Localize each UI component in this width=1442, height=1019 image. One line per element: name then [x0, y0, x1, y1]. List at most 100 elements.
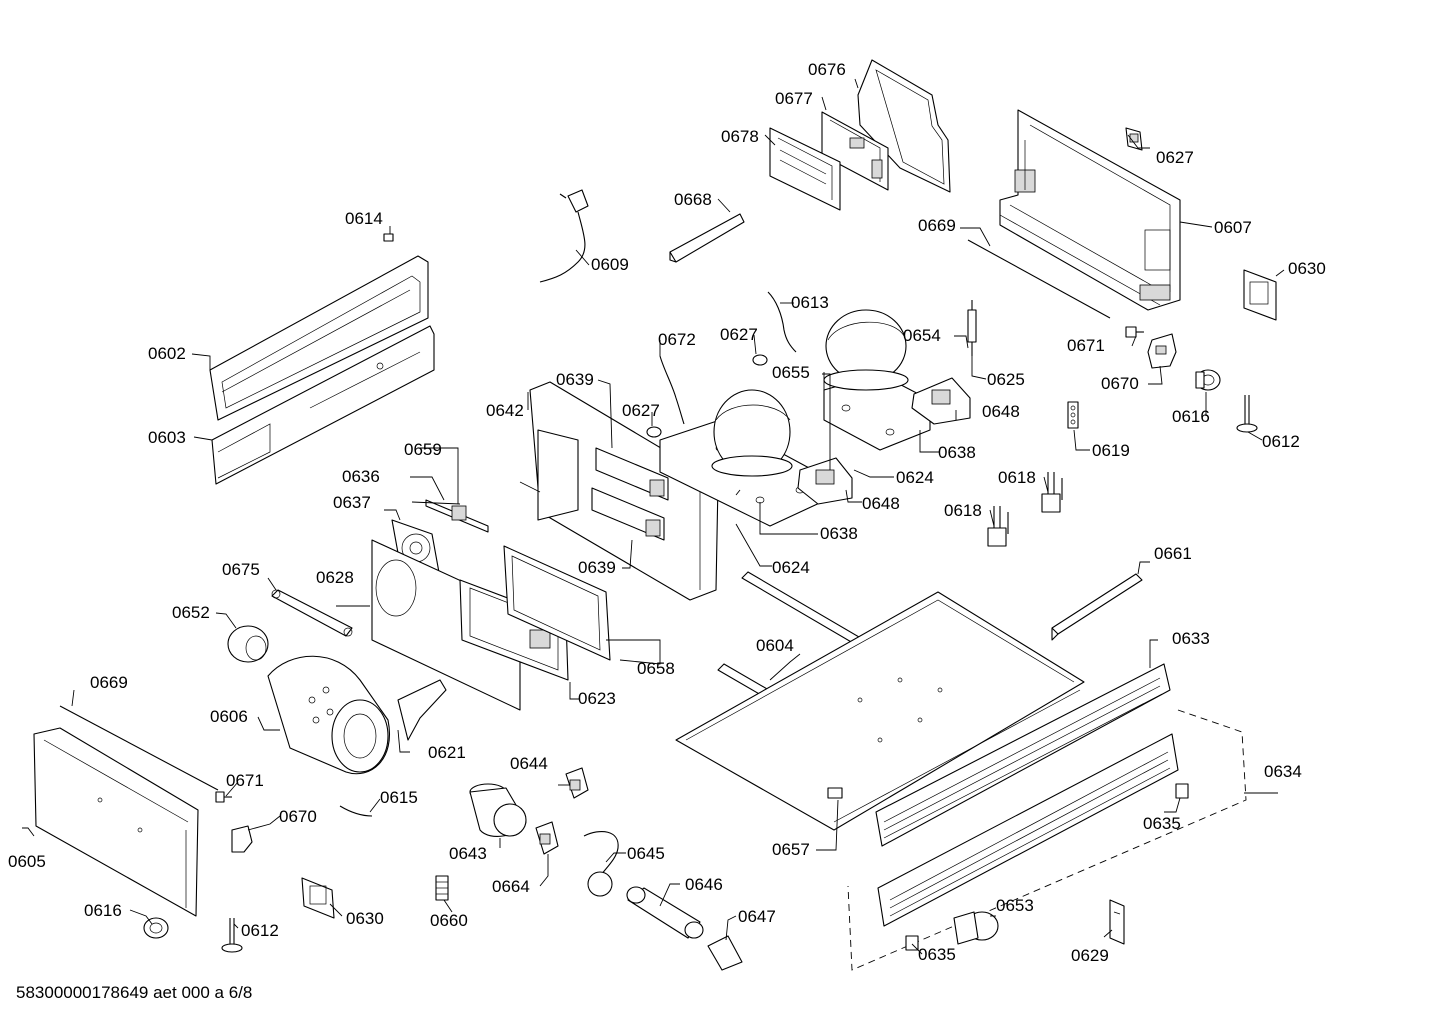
label-0658: 0658 — [637, 659, 675, 678]
part-0658-frame — [503, 545, 611, 661]
label-0668: 0668 — [674, 190, 712, 209]
label-0630-upper: 0630 — [1288, 259, 1326, 278]
label-0604: 0604 — [756, 636, 794, 655]
part-0671-connector-upper — [1125, 326, 1144, 338]
part-0657-tray — [675, 591, 1085, 831]
label-0637: 0637 — [333, 493, 371, 512]
label-0629: 0629 — [1071, 946, 1109, 965]
label-0669-lower: 0669 — [90, 673, 128, 692]
part-0621-bracket — [397, 679, 447, 741]
label-0638-upper: 0638 — [938, 443, 976, 462]
label-0670-upper: 0670 — [1101, 374, 1139, 393]
label-0618-lower: 0618 — [944, 501, 982, 520]
part-0672-tube — [659, 355, 685, 425]
label-0675: 0675 — [222, 560, 260, 579]
part-0654-compressor — [823, 309, 909, 391]
part-0616-roller-lower — [143, 917, 169, 939]
label-0635-lower: 0635 — [918, 945, 956, 964]
label-0669-upper: 0669 — [918, 216, 956, 235]
label-0678: 0678 — [721, 127, 759, 146]
part-0607-housing — [999, 109, 1181, 311]
label-0670-lower: 0670 — [279, 807, 317, 826]
part-0614-screw — [383, 233, 394, 242]
label-0671-upper: 0671 — [1067, 336, 1105, 355]
part-0615-wire — [339, 805, 373, 817]
label-0647: 0647 — [738, 907, 776, 926]
part-0616-roller-upper — [1195, 369, 1221, 391]
label-0605: 0605 — [8, 852, 46, 871]
part-0629-bracket — [1109, 899, 1125, 945]
part-0627-grommet-2 — [646, 426, 662, 438]
label-0613: 0613 — [791, 293, 829, 312]
part-0612-foot-upper — [1236, 395, 1258, 433]
label-0676: 0676 — [808, 60, 846, 79]
label-0655: 0655 — [772, 363, 810, 382]
label-0618-upper: 0618 — [998, 468, 1036, 487]
label-0627-top: 0627 — [720, 325, 758, 344]
part-0613-hose — [767, 291, 797, 353]
label-0614: 0614 — [345, 209, 383, 228]
label-0646: 0646 — [685, 875, 723, 894]
label-0609: 0609 — [591, 255, 629, 274]
part-0678-electronic-module — [769, 127, 841, 211]
label-0635-upper: 0635 — [1143, 814, 1181, 833]
label-0636: 0636 — [342, 467, 380, 486]
label-0621: 0621 — [428, 743, 466, 762]
part-0669-rod-upper — [967, 239, 1111, 319]
label-0607: 0607 — [1214, 218, 1252, 237]
label-0624-upper: 0624 — [896, 468, 934, 487]
label-0619: 0619 — [1092, 441, 1130, 460]
label-0612-lower: 0612 — [241, 921, 279, 940]
label-0660: 0660 — [430, 911, 468, 930]
label-0672: 0672 — [658, 330, 696, 349]
part-0664-valve — [535, 821, 559, 855]
part-0602-panel — [209, 255, 429, 421]
label-0671-lower: 0671 — [226, 771, 264, 790]
part-0652-cap — [227, 625, 269, 663]
part-0603-panel — [211, 325, 435, 485]
label-0627-mid: 0627 — [622, 401, 660, 420]
label-0639-top: 0639 — [556, 370, 594, 389]
label-0664: 0664 — [492, 877, 530, 896]
part-0643-filter-cup — [469, 783, 527, 837]
label-0643: 0643 — [449, 844, 487, 863]
label-0615: 0615 — [380, 788, 418, 807]
label-0630-lower: 0630 — [346, 909, 384, 928]
part-0633-grille — [875, 663, 1171, 847]
part-0639-board-2 — [591, 487, 665, 541]
part-0644-valve — [565, 767, 589, 799]
leader-lines — [22, 78, 1285, 955]
part-0647-cap — [707, 935, 743, 971]
label-0642: 0642 — [486, 401, 524, 420]
part-0635-cap-1 — [1175, 783, 1189, 799]
label-0634: 0634 — [1264, 762, 1302, 781]
part-0671-connector-lower — [215, 791, 232, 803]
part-0675-rod — [271, 589, 353, 637]
part-0634-assembly-outline — [847, 709, 1247, 971]
part-0642-back-panel — [519, 381, 719, 601]
label-0602: 0602 — [148, 344, 186, 363]
part-0668-bracket — [669, 213, 745, 263]
label-0638-lower: 0638 — [820, 524, 858, 543]
part-0618-relay-1 — [1041, 472, 1063, 513]
part-0645-wiring — [583, 830, 619, 897]
part-0660-spring — [435, 875, 449, 901]
label-0652: 0652 — [172, 603, 210, 622]
part-labels: 0676 0677 0678 0627 0607 0668 0669 0630 … — [8, 60, 1326, 965]
label-0625: 0625 — [987, 370, 1025, 389]
label-0653: 0653 — [996, 896, 1034, 915]
part-0653-cylinder — [953, 911, 999, 945]
part-0634-lower-grille — [877, 733, 1179, 927]
label-0606: 0606 — [210, 707, 248, 726]
label-0626: 0627 — [1156, 148, 1194, 167]
label-0628: 0628 — [316, 568, 354, 587]
label-0616-upper: 0616 — [1172, 407, 1210, 426]
label-0603: 0603 — [148, 428, 186, 447]
part-0612-foot-lower — [221, 918, 243, 953]
part-0669-rod-lower — [59, 705, 219, 791]
part-0609-power-cord — [539, 189, 589, 283]
label-0677: 0677 — [775, 89, 813, 108]
part-0605-side-panel — [33, 727, 199, 917]
label-0661: 0661 — [1154, 544, 1192, 563]
